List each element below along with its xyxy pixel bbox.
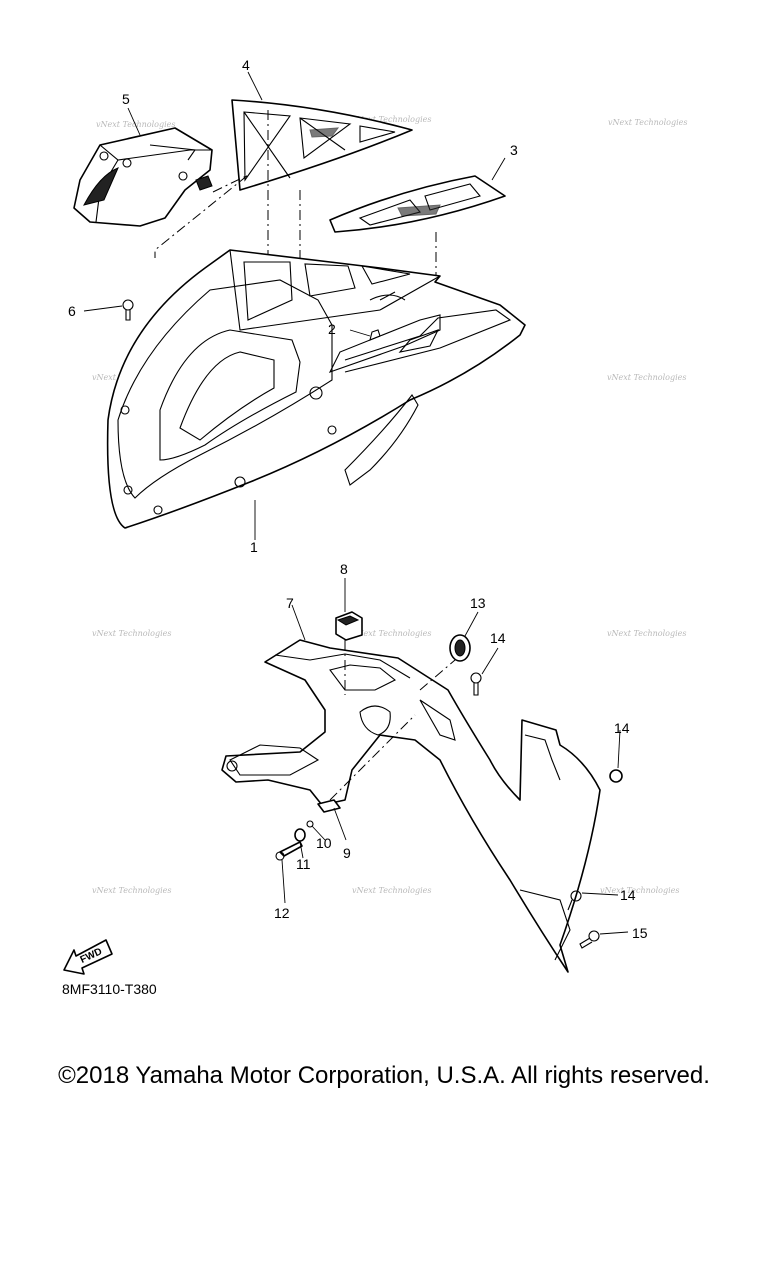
part-11-washer xyxy=(294,828,306,842)
part-15-bolt xyxy=(579,930,600,949)
callout-10: 10 xyxy=(316,835,332,851)
callout-11: 11 xyxy=(296,856,311,872)
diagram-code: 8MF3110-T380 xyxy=(62,981,157,997)
part-2-clip xyxy=(369,329,381,341)
watermark: vNext Technologies xyxy=(352,629,431,638)
watermark: vNext Technologies xyxy=(608,118,687,127)
callout-6: 6 xyxy=(68,303,76,319)
part-8-switch xyxy=(335,611,363,641)
watermark: vNext Technologies xyxy=(92,886,171,895)
part-12-bolt xyxy=(275,841,303,861)
copyright-notice: ©2018 Yamaha Motor Corporation, U.S.A. A… xyxy=(58,1062,710,1089)
fwd-arrow-icon: FWD xyxy=(63,939,113,975)
callout-12: 12 xyxy=(274,905,290,921)
leader-lines xyxy=(83,71,629,935)
watermark: vNext Technologies xyxy=(92,629,171,638)
part-14-screw xyxy=(470,672,482,696)
callout-9: 9 xyxy=(343,845,351,861)
part-5-cover xyxy=(73,127,213,227)
callout-14: 14 xyxy=(490,630,506,646)
callout-labels: 1 2 3 4 5 6 7 8 9 10 11 12 13 14 14 14 1… xyxy=(68,57,648,941)
callout-13: 13 xyxy=(470,595,486,611)
watermark: vNext Technologies xyxy=(600,886,679,895)
callout-8: 8 xyxy=(340,561,348,577)
callout-5: 5 xyxy=(122,91,130,107)
callout-3: 3 xyxy=(510,142,518,158)
part-1-front-cowl xyxy=(106,249,526,529)
callout-1: 1 xyxy=(250,539,258,555)
part-10-collar xyxy=(306,820,314,828)
part-7-panel xyxy=(221,639,601,973)
part-14-screw xyxy=(609,769,623,783)
part-14-screw xyxy=(567,890,582,911)
watermark: vNext Technologies xyxy=(352,115,431,124)
part-6-screw xyxy=(122,299,134,321)
part-13-grommet xyxy=(449,634,471,662)
watermark: vNext Technologies xyxy=(607,373,686,382)
callout-15: 15 xyxy=(632,925,648,941)
watermark: vNext Technologies xyxy=(607,629,686,638)
callout-2: 2 xyxy=(328,321,336,337)
parts-diagram: vNext Technologies vNext Technologies vN… xyxy=(62,57,687,997)
watermark: vNext Technologies xyxy=(352,886,431,895)
callout-14: 14 xyxy=(620,887,636,903)
callout-7: 7 xyxy=(286,595,294,611)
part-4-grille xyxy=(231,99,413,191)
part-3-grille xyxy=(329,175,506,233)
callout-14: 14 xyxy=(614,720,630,736)
callout-4: 4 xyxy=(242,57,250,73)
